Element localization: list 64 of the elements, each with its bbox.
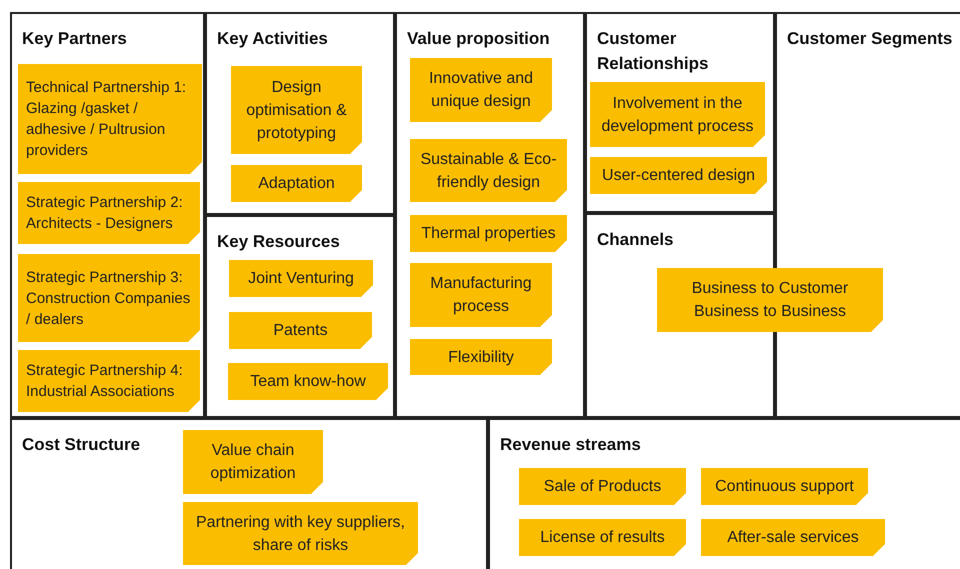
note-text: Thermal properties bbox=[421, 224, 556, 244]
note-text: Sale of Products bbox=[544, 477, 662, 497]
sticky-note bbox=[18, 64, 202, 174]
sticky-note bbox=[410, 339, 552, 375]
section-heading: Cost Structure bbox=[22, 434, 142, 456]
sticky-note bbox=[410, 215, 567, 252]
sticky-note bbox=[410, 139, 567, 202]
section-heading: Customer Relationships bbox=[597, 28, 710, 75]
note-text: Strategic Partnership 2: Architects - Designers bbox=[26, 193, 184, 234]
section-heading: Revenue streams bbox=[500, 434, 642, 456]
note-text: After-sale services bbox=[727, 528, 859, 548]
note-text: Involvement in the development process bbox=[600, 94, 755, 136]
canvas-section bbox=[205, 12, 395, 215]
note-text: User-centered design bbox=[602, 166, 755, 186]
sticky-note bbox=[18, 350, 200, 412]
note-text: Design optimisation & prototyping bbox=[245, 78, 348, 144]
sticky-note bbox=[229, 260, 373, 297]
sticky-note bbox=[18, 182, 200, 244]
sticky-note bbox=[231, 165, 362, 202]
sticky-note bbox=[183, 502, 418, 565]
note-text: Value chain optimization bbox=[209, 441, 297, 484]
sticky-note bbox=[701, 468, 868, 505]
note-text: Strategic Partnership 4: Industrial Associations bbox=[26, 361, 184, 402]
note-text: Flexibility bbox=[448, 348, 514, 368]
note-text: Patents bbox=[273, 321, 328, 341]
canvas-section bbox=[488, 418, 960, 569]
section-heading: Customer Segments bbox=[787, 28, 954, 50]
sticky-note bbox=[519, 519, 686, 556]
sticky-note bbox=[18, 254, 200, 342]
note-text: License of results bbox=[540, 528, 665, 548]
section-heading: Key Resources bbox=[217, 231, 341, 253]
note-text: Team know-how bbox=[250, 372, 366, 392]
note-text: Partnering with key suppliers, share of risks bbox=[195, 512, 406, 556]
sticky-note bbox=[590, 82, 765, 147]
sticky-note bbox=[183, 430, 323, 494]
section-heading: Key Partners bbox=[22, 28, 128, 50]
note-text: Business to Customer bbox=[692, 279, 848, 299]
canvas-section bbox=[775, 12, 960, 418]
note-text: Joint Venturing bbox=[248, 269, 354, 289]
sticky-note bbox=[231, 66, 362, 154]
sticky-note bbox=[519, 468, 686, 505]
canvas-section bbox=[205, 215, 395, 418]
note-text: Strategic Partnership 3: Construction Companies / dealers bbox=[26, 268, 192, 330]
section-heading: Channels bbox=[597, 229, 675, 251]
sticky-note bbox=[590, 157, 767, 194]
note-text: Sustainable & Eco-friendly design bbox=[419, 150, 558, 192]
note-text: Innovative and unique design bbox=[428, 69, 534, 112]
note-text: Manufacturing process bbox=[429, 274, 533, 317]
sticky-note bbox=[410, 263, 552, 327]
sticky-note bbox=[229, 312, 372, 349]
canvas-section bbox=[395, 12, 585, 418]
note-text: Business to Business bbox=[694, 302, 846, 322]
note-text: Adaptation bbox=[258, 174, 335, 194]
canvas-section bbox=[10, 12, 205, 418]
sticky-note bbox=[701, 519, 885, 556]
section-heading: Key Activities bbox=[217, 28, 329, 50]
canvas-section bbox=[10, 418, 488, 569]
sticky-note bbox=[228, 363, 388, 400]
note-text: Continuous support bbox=[715, 477, 854, 497]
note-text: Technical Partnership 1: Glazing /gasket / adhesive / Pultrusion providers bbox=[26, 78, 188, 161]
section-heading: Value proposition bbox=[407, 28, 551, 50]
sticky-note bbox=[410, 58, 552, 122]
canvas-section bbox=[585, 12, 775, 213]
sticky-note bbox=[657, 268, 883, 332]
